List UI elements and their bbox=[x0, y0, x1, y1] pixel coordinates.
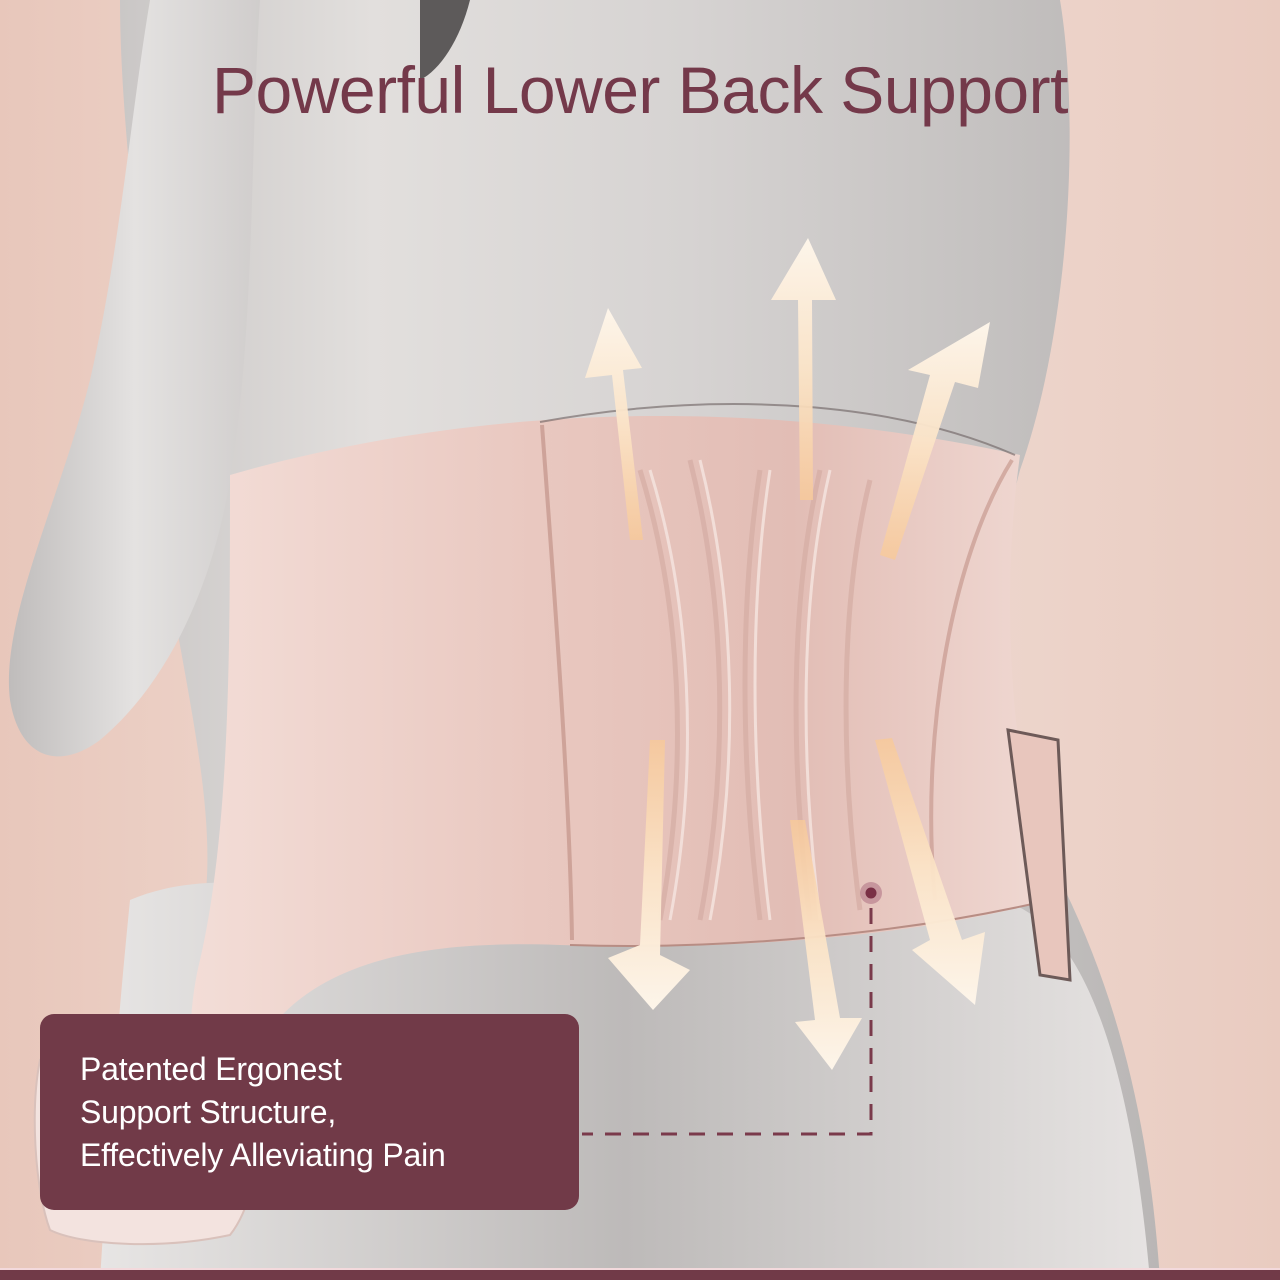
ergonomic-ribs-highlight bbox=[648, 459, 832, 921]
arrow-down-group bbox=[608, 738, 985, 1070]
arrow-down-left bbox=[608, 740, 690, 1010]
arrow-up-left bbox=[585, 308, 643, 540]
mannequin-left-arm bbox=[8, 0, 261, 757]
belt-side-strap bbox=[1006, 728, 1072, 982]
arrow-up-right bbox=[880, 322, 990, 560]
neck-shadow bbox=[420, 0, 470, 80]
support-belt bbox=[190, 415, 1051, 1210]
arrow-down-center bbox=[790, 820, 862, 1070]
arrow-up-group bbox=[585, 238, 990, 560]
annotation-marker-dot bbox=[865, 887, 877, 899]
feature-callout-box: Patented Ergonest Support Structure, Eff… bbox=[40, 1014, 579, 1210]
annotation-leader-line bbox=[582, 908, 873, 1136]
arrow-up-center bbox=[771, 238, 836, 500]
headline: Powerful Lower Back Support bbox=[212, 53, 1068, 127]
bottom-brand-bar bbox=[0, 1268, 1280, 1280]
callout-line-1: Patented Ergonest bbox=[80, 1051, 342, 1087]
belt-panel-seam-left bbox=[540, 424, 574, 941]
arrow-down-right bbox=[875, 738, 985, 1005]
belt-panel-seam-right bbox=[929, 458, 1014, 901]
callout-line-2: Support Structure, bbox=[80, 1094, 337, 1130]
belt-top-edge bbox=[539, 403, 1016, 456]
callout-line-3: Effectively Alleviating Pain bbox=[80, 1137, 446, 1173]
